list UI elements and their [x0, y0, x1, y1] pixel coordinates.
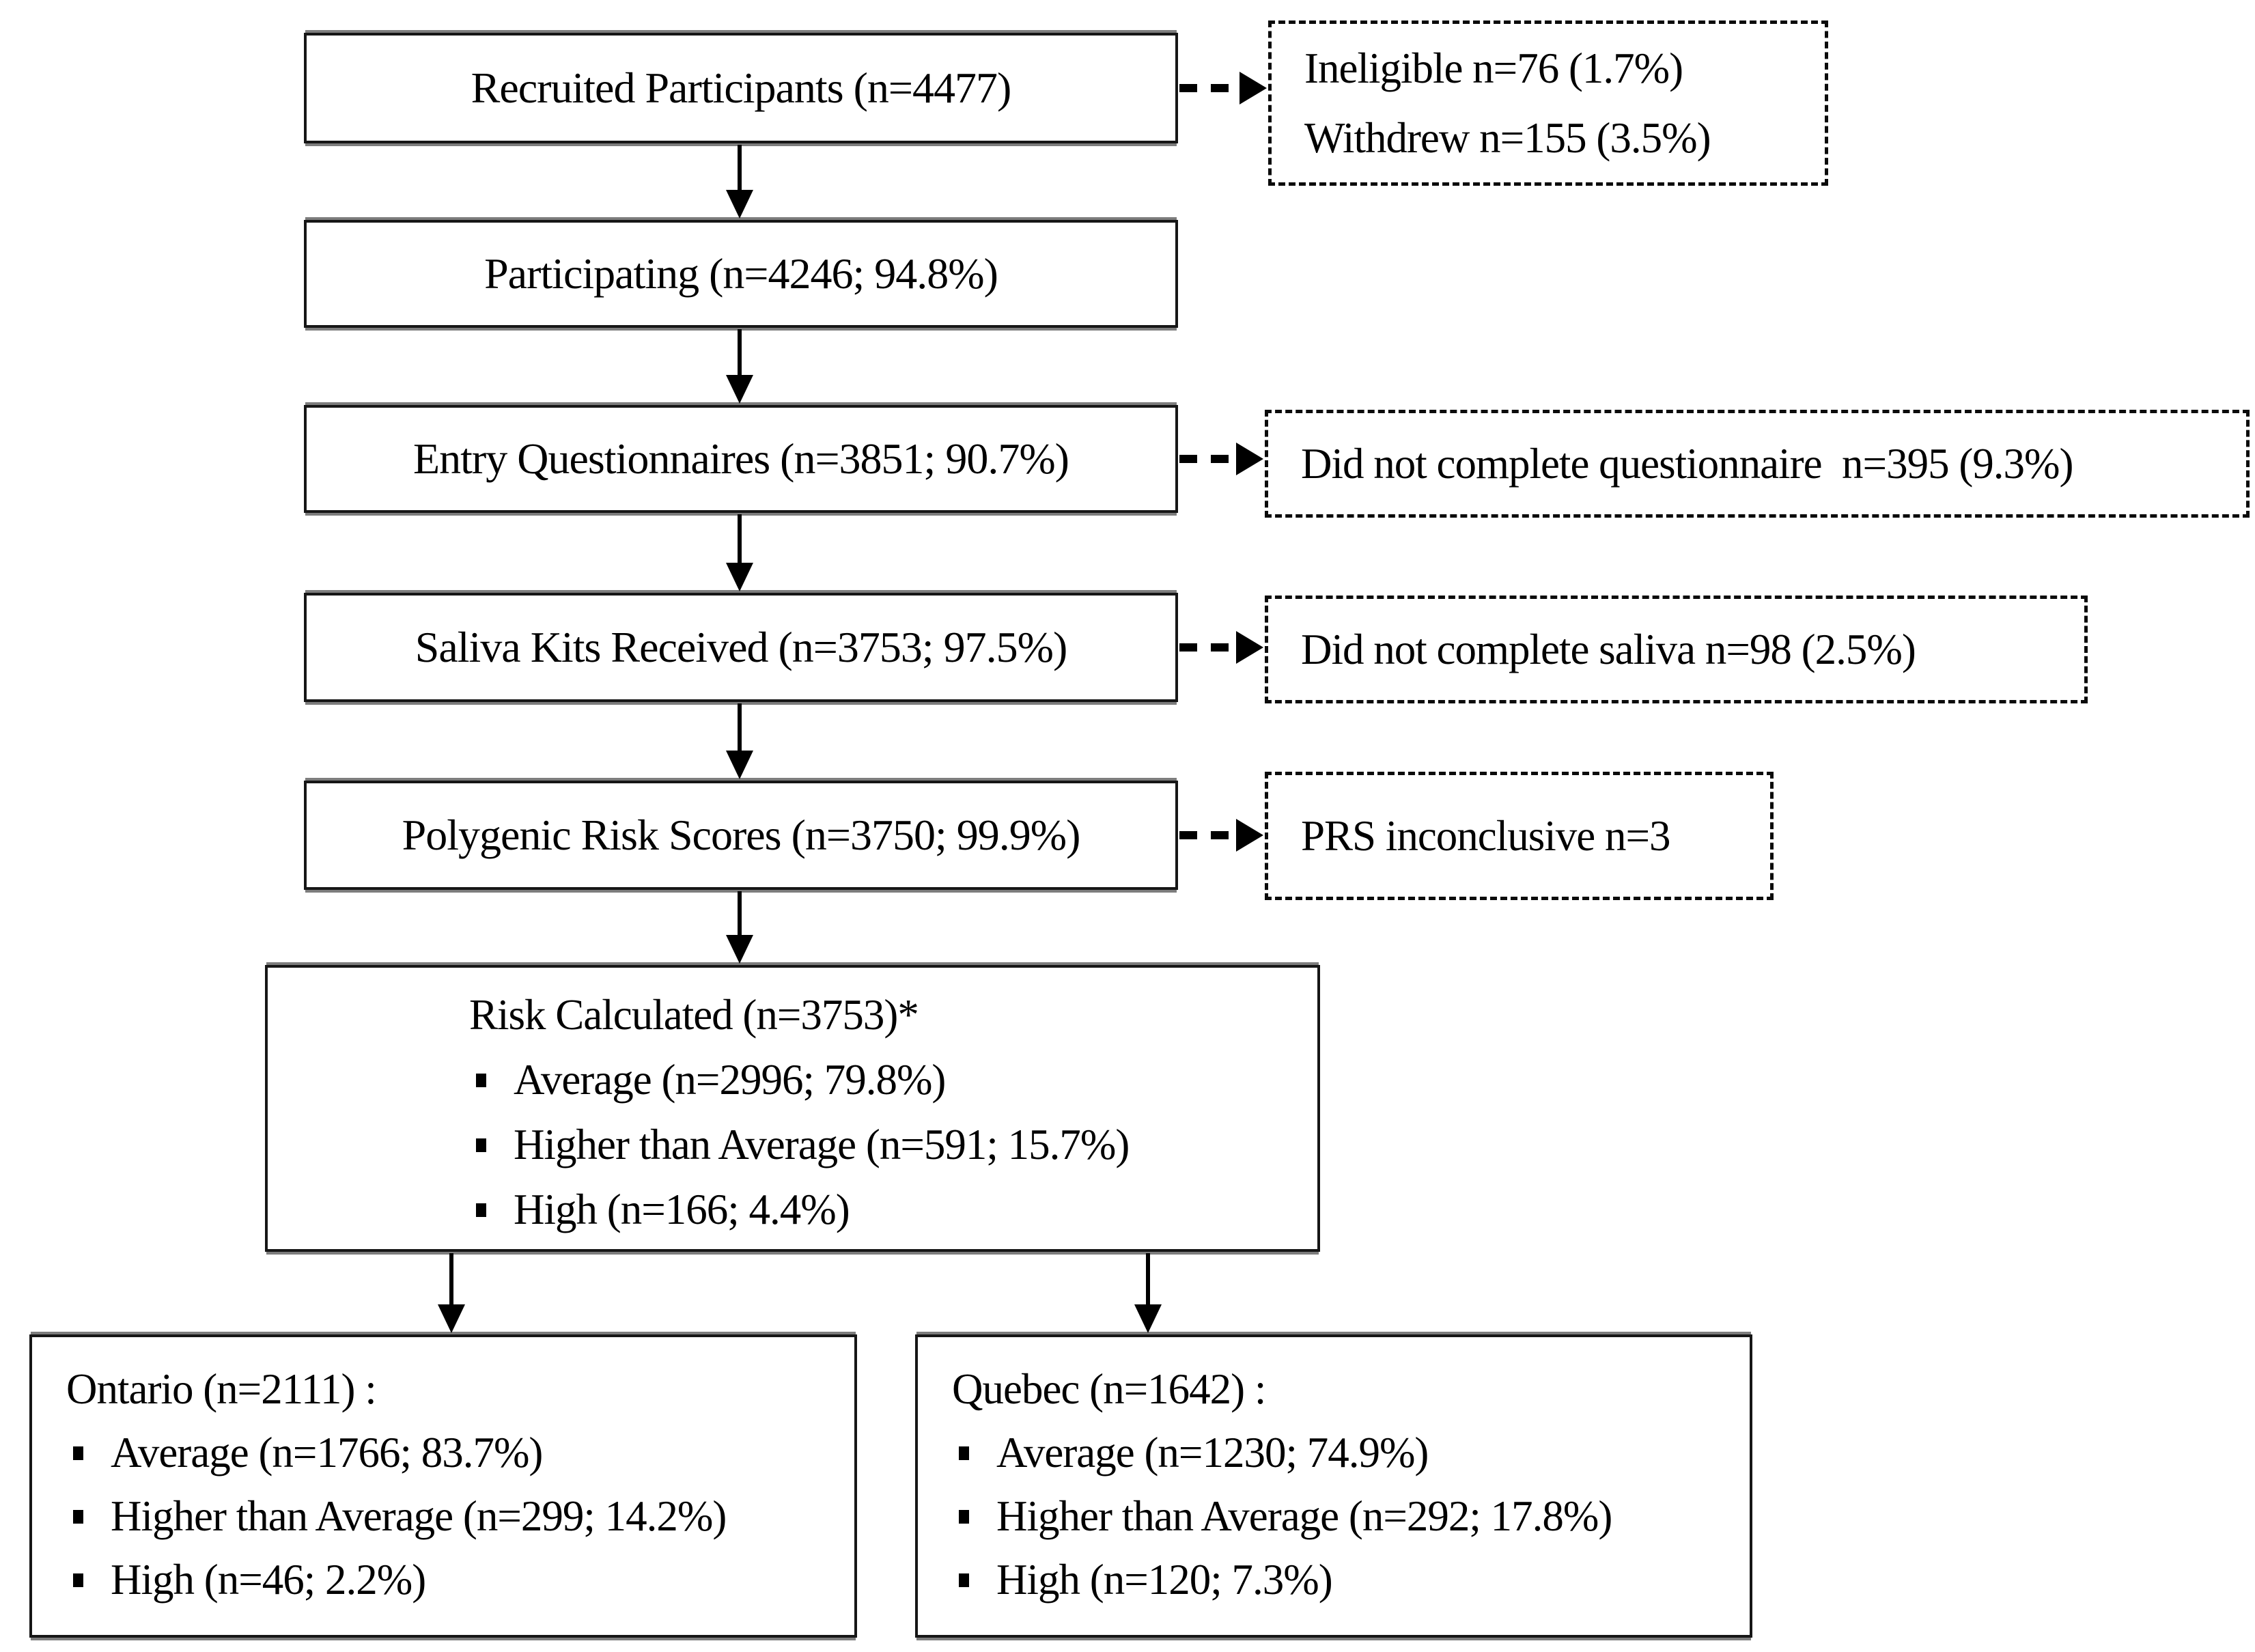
arrowhead-down-icon: [726, 935, 753, 964]
box-risk-calculated: Risk Calculated (n=3753)* Average (n=299…: [265, 965, 1320, 1252]
box-polygenic-risk-scores: Polygenic Risk Scores (n=3750; 99.9%): [304, 781, 1178, 890]
arrow-prs-to-risk-calculated: [725, 891, 754, 964]
arrow-risk-to-quebec: [1134, 1253, 1162, 1333]
arrowhead-down-icon: [1134, 1304, 1162, 1333]
arrowhead-down-icon: [726, 375, 753, 404]
arrowhead-right-icon: [1236, 443, 1263, 475]
exclusion-line-questionnaire: Did not complete questionnaire n=395 (9.…: [1301, 440, 2074, 488]
ontario-title-row: Ontario (n=2111) :: [66, 1358, 844, 1421]
bullet-square-icon: [959, 1509, 969, 1524]
arrow-line: [738, 891, 742, 935]
bullet-square-icon: [73, 1573, 83, 1587]
arrow-recruited-to-participating: [725, 145, 754, 219]
exclusion-box-prs-inconclusive: PRS inconclusive n=3: [1265, 772, 1774, 900]
exclusion-line-prs: PRS inconclusive n=3: [1301, 812, 1671, 860]
bullet-square-icon: [476, 1073, 486, 1087]
bullet-square-icon: [73, 1509, 83, 1524]
box-participating: Participating (n=4246; 94.8%): [304, 220, 1178, 328]
bullet-square-icon: [959, 1446, 969, 1460]
box-recruited-participants-label: Recruited Participants (n=4477): [471, 64, 1012, 112]
ontario-item-higher: Higher than Average (n=299; 14.2%): [111, 1492, 727, 1540]
dashed-arrow-to-questionnaire: [1179, 443, 1263, 475]
exclusion-box-questionnaire: Did not complete questionnaire n=395 (9.…: [1265, 410, 2250, 518]
risk-item-average: Average (n=2996; 79.8%): [514, 1056, 946, 1104]
box-participating-label: Participating (n=4246; 94.8%): [484, 249, 998, 298]
risk-item-high: High (n=166; 4.4%): [514, 1186, 850, 1233]
exclusion-box-ineligible-withdrew: Ineligible n=76 (1.7%) Withdrew n=155 (3…: [1268, 20, 1828, 186]
arrow-line: [738, 703, 742, 751]
arrowhead-right-icon: [1239, 72, 1267, 104]
list-item: High (n=166; 4.4%): [469, 1177, 1304, 1242]
dashed-arrow-to-ineligible: [1179, 72, 1267, 104]
arrow-participating-to-questionnaires: [725, 329, 754, 404]
arrow-line: [738, 329, 742, 375]
box-saliva-kits-received: Saliva Kits Received (n=3753; 97.5%): [304, 593, 1178, 702]
dashed-arrow-line: [1179, 831, 1236, 839]
risk-calculated-title-row: Risk Calculated (n=3753)*: [469, 983, 1304, 1048]
list-item: Higher than Average (n=591; 15.7%): [469, 1112, 1304, 1177]
risk-calculated-title: Risk Calculated (n=3753)*: [469, 991, 919, 1039]
arrowhead-down-icon: [726, 563, 753, 591]
list-item: High (n=120; 7.3%): [952, 1548, 1739, 1612]
box-saliva-kits-received-label: Saliva Kits Received (n=3753; 97.5%): [415, 623, 1068, 671]
box-polygenic-risk-scores-label: Polygenic Risk Scores (n=3750; 99.9%): [402, 811, 1081, 859]
arrow-line: [738, 514, 742, 563]
dashed-arrow-to-prs-inconclusive: [1179, 819, 1263, 852]
arrowhead-down-icon: [726, 190, 753, 219]
ontario-title: Ontario (n=2111) :: [66, 1365, 377, 1413]
arrowhead-down-icon: [438, 1304, 465, 1333]
exclusion-box-saliva: Did not complete saliva n=98 (2.5%): [1265, 596, 2088, 703]
bullet-square-icon: [959, 1573, 969, 1587]
exclusion-line-ineligible: Ineligible n=76 (1.7%): [1304, 44, 1683, 92]
list-item: Average (n=2996; 79.8%): [469, 1048, 1304, 1112]
dashed-arrow-line: [1179, 643, 1236, 652]
quebec-title-row: Quebec (n=1642) :: [952, 1358, 1739, 1421]
arrowhead-right-icon: [1236, 631, 1263, 664]
quebec-item-higher: Higher than Average (n=292; 17.8%): [996, 1492, 1612, 1540]
arrow-saliva-to-prs: [725, 703, 754, 779]
dashed-arrow-line: [1179, 84, 1239, 92]
box-quebec: Quebec (n=1642) : Average (n=1230; 74.9%…: [915, 1334, 1752, 1638]
bullet-square-icon: [476, 1138, 486, 1152]
dashed-arrow-line: [1179, 455, 1236, 463]
risk-item-higher: Higher than Average (n=591; 15.7%): [514, 1121, 1130, 1168]
exclusion-line-saliva: Did not complete saliva n=98 (2.5%): [1301, 626, 1916, 673]
list-item: Average (n=1766; 83.7%): [66, 1421, 844, 1485]
arrow-line: [738, 145, 742, 190]
box-entry-questionnaires-label: Entry Questionnaires (n=3851; 90.7%): [413, 434, 1069, 483]
dashed-arrow-to-saliva: [1179, 631, 1263, 664]
ontario-item-high: High (n=46; 2.2%): [111, 1556, 426, 1604]
arrowhead-right-icon: [1236, 819, 1263, 852]
box-entry-questionnaires: Entry Questionnaires (n=3851; 90.7%): [304, 405, 1178, 513]
bullet-square-icon: [476, 1203, 486, 1217]
arrow-line: [449, 1253, 453, 1304]
arrow-questionnaires-to-saliva: [725, 514, 754, 591]
bullet-square-icon: [73, 1446, 83, 1460]
box-recruited-participants: Recruited Participants (n=4477): [304, 33, 1178, 143]
arrow-risk-to-ontario: [437, 1253, 466, 1333]
quebec-item-average: Average (n=1230; 74.9%): [996, 1429, 1429, 1476]
quebec-title: Quebec (n=1642) :: [952, 1365, 1266, 1413]
list-item: Higher than Average (n=299; 14.2%): [66, 1485, 844, 1548]
list-item: Average (n=1230; 74.9%): [952, 1421, 1739, 1485]
exclusion-line-withdrew: Withdrew n=155 (3.5%): [1304, 114, 1711, 162]
ontario-item-average: Average (n=1766; 83.7%): [111, 1429, 543, 1476]
list-item: Higher than Average (n=292; 17.8%): [952, 1485, 1739, 1548]
box-ontario: Ontario (n=2111) : Average (n=1766; 83.7…: [29, 1334, 857, 1638]
arrowhead-down-icon: [726, 751, 753, 779]
list-item: High (n=46; 2.2%): [66, 1548, 844, 1612]
arrow-line: [1146, 1253, 1150, 1304]
quebec-item-high: High (n=120; 7.3%): [996, 1556, 1333, 1604]
